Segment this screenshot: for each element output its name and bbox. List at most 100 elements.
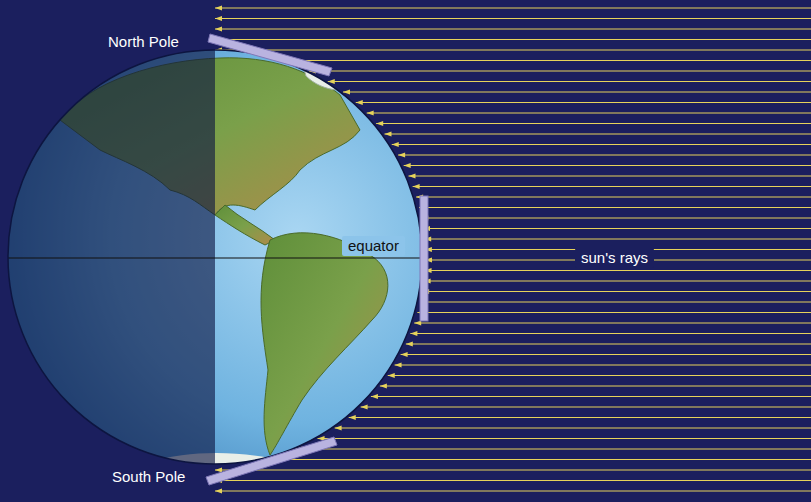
sun-ray	[367, 111, 811, 116]
ray-line	[404, 165, 811, 166]
ray-arrowhead	[388, 373, 395, 378]
ray-line	[295, 449, 811, 450]
south-america	[261, 233, 388, 455]
sun-ray	[406, 342, 811, 347]
sun-ray	[419, 205, 811, 210]
ray-line	[309, 71, 811, 72]
sun-ray	[404, 163, 811, 168]
sun-ray	[215, 6, 811, 11]
sun-ray	[384, 132, 811, 137]
ray-arrowhead	[356, 100, 363, 105]
ray-line	[424, 239, 811, 240]
pole-label: South Pole	[112, 468, 185, 486]
ray-line	[335, 428, 811, 429]
ray-arrowhead	[371, 394, 378, 399]
ray-line	[423, 228, 811, 229]
ray-line	[414, 323, 811, 324]
ray-line	[376, 123, 811, 124]
sun-ray	[328, 79, 811, 84]
ray-arrowhead	[392, 142, 399, 147]
sun-ray	[420, 300, 811, 305]
ray-arrowhead	[215, 468, 222, 473]
sun-ray	[356, 100, 811, 105]
ray-line	[261, 459, 811, 460]
ray-line	[422, 291, 811, 292]
ray-line	[215, 39, 811, 40]
sun-ray	[424, 237, 811, 242]
ray-line	[215, 29, 811, 30]
equator-label: equator	[342, 236, 405, 256]
sun-ray	[215, 37, 811, 42]
ray-line	[215, 18, 811, 19]
central-america	[215, 205, 275, 245]
ray-arrowhead	[404, 163, 411, 168]
ray-line	[215, 8, 811, 9]
ray-line	[420, 302, 811, 303]
sun-ray	[398, 153, 811, 158]
ray-line	[380, 386, 811, 387]
ray-arrowhead	[380, 384, 387, 389]
globe	[0, 40, 430, 480]
globe-outline	[8, 50, 422, 464]
sun-ray	[215, 478, 811, 483]
sun-ray	[309, 69, 811, 74]
ray-line	[410, 333, 811, 334]
sun-ray	[410, 331, 811, 336]
ray-line	[215, 470, 811, 471]
ray-line	[398, 155, 811, 156]
ray-line	[392, 144, 811, 145]
ray-arrowhead	[215, 27, 222, 32]
sun-ray	[417, 310, 811, 315]
ray-arrowhead	[367, 111, 374, 116]
sun-ray	[335, 426, 811, 431]
equator-panel	[420, 196, 428, 321]
ray-line	[408, 176, 811, 177]
ray-arrowhead	[398, 153, 405, 158]
ray-arrowhead	[413, 184, 420, 189]
ray-line	[371, 396, 811, 397]
ray-line	[384, 134, 811, 135]
ray-line	[283, 60, 811, 61]
sun-ray	[215, 48, 811, 53]
sun-ray	[371, 394, 811, 399]
sun-ray	[408, 174, 811, 179]
sun-ray	[422, 289, 811, 294]
sun-ray	[380, 384, 811, 389]
sun-ray	[215, 468, 811, 473]
ray-arrowhead	[376, 121, 383, 126]
ray-arrowhead	[349, 415, 356, 420]
greenland	[300, 53, 368, 90]
sun-ray	[376, 121, 811, 126]
sun-ray	[401, 352, 811, 357]
sun-ray	[318, 436, 811, 441]
sun-ray	[361, 405, 811, 410]
sun-ray	[392, 142, 811, 147]
ray-line	[215, 491, 811, 492]
sun-ray	[215, 27, 811, 32]
ray-arrowhead	[401, 352, 408, 357]
ray-arrowhead	[410, 331, 417, 336]
ray-arrowhead	[215, 489, 222, 494]
ray-line	[318, 438, 811, 439]
ray-arrowhead	[406, 342, 413, 347]
sun-ray	[425, 268, 811, 273]
night-side	[0, 40, 215, 480]
sun-ray	[423, 226, 811, 231]
ray-line	[419, 207, 811, 208]
sun-ray	[388, 373, 811, 378]
ray-arrowhead	[335, 426, 342, 431]
ray-line	[421, 218, 811, 219]
ray-arrowhead	[215, 16, 222, 21]
ray-line	[424, 281, 811, 282]
ray-line	[367, 113, 811, 114]
sun-ray	[421, 216, 811, 221]
ray-line	[401, 354, 811, 355]
rays-label: sun's rays	[575, 248, 654, 268]
sun-ray	[215, 16, 811, 21]
sun-ray	[215, 489, 811, 494]
sun-ray	[424, 279, 811, 284]
sun-ray	[261, 457, 811, 462]
north-panel	[208, 34, 332, 76]
ray-arrowhead	[395, 363, 402, 368]
